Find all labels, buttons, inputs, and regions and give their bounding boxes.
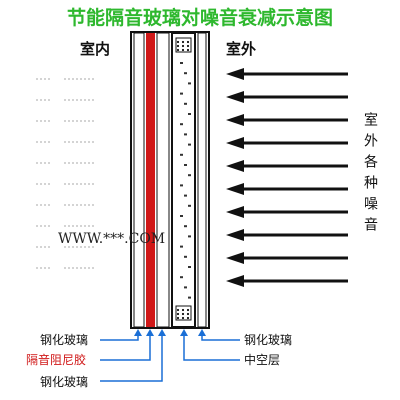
callout-line <box>183 331 240 361</box>
desiccant-dot <box>180 184 183 187</box>
desiccant-dot <box>180 62 183 64</box>
desiccant-dot <box>184 102 187 105</box>
callout-arrow-head <box>180 329 188 336</box>
desiccant-dot <box>188 266 191 268</box>
spacer-dot <box>181 308 185 312</box>
tempered-glass-outer <box>197 32 207 328</box>
spacer-dot <box>181 40 185 44</box>
spacer-dot <box>181 48 185 52</box>
desiccant-dot <box>188 82 191 85</box>
callout-damping-glue: 隔音阻尼胶 <box>26 353 87 367</box>
watermark: WWW.***.COM <box>58 231 166 247</box>
spacer-dot <box>176 40 180 44</box>
desiccant-dot <box>188 204 191 207</box>
noise-arrow-head <box>226 137 244 149</box>
callout-tempered-glass-right: 钢化玻璃 <box>244 333 293 347</box>
noise-arrow-head <box>226 275 244 287</box>
spacer-dot <box>176 308 180 312</box>
outdoor-label: 室外 <box>226 40 257 58</box>
callout-arrows <box>100 329 240 382</box>
spacer-dot <box>181 312 185 316</box>
desiccant-dot <box>184 225 187 228</box>
desiccant-dots <box>176 40 191 320</box>
desiccant-dot <box>180 153 183 156</box>
callout-arrow-head <box>158 329 166 336</box>
desiccant-dot <box>180 245 183 248</box>
spacer-dot <box>176 44 180 48</box>
spacer-dot <box>181 44 185 48</box>
desiccant-dot <box>184 255 187 258</box>
page-title: 节能隔音玻璃对噪音衰减示意图 <box>66 7 333 29</box>
desiccant-dot <box>184 286 187 289</box>
callout-line <box>201 331 240 341</box>
desiccant-dot <box>180 123 183 126</box>
tempered-glass-inner <box>133 32 145 328</box>
damping-layer <box>146 33 155 327</box>
tempered-glass-middle <box>156 32 170 328</box>
outdoor-noise-label: 室外各种噪音 <box>362 112 378 238</box>
callout-arrow-head <box>134 329 142 336</box>
desiccant-dot <box>188 235 191 238</box>
noise-arrow-head <box>226 160 244 172</box>
spacer-dot <box>181 316 185 320</box>
indoor-label: 室内 <box>80 40 111 58</box>
desiccant-dot <box>184 164 187 166</box>
spacer-dot <box>176 312 180 316</box>
noise-arrow-head <box>226 229 244 241</box>
noise-arrow-head <box>226 206 244 218</box>
noise-arrow-head <box>226 68 244 80</box>
spacer-dot <box>186 312 190 316</box>
indoor-residual-noise <box>36 78 96 269</box>
desiccant-dot <box>184 194 187 197</box>
desiccant-dot <box>180 215 183 217</box>
desiccant-dot <box>188 174 191 177</box>
callout-arrow-head <box>198 329 206 336</box>
desiccant-dot <box>188 113 191 115</box>
spacer-dot <box>186 308 190 312</box>
noise-arrow-head <box>226 252 244 264</box>
desiccant-dot <box>180 276 183 279</box>
spacer-dot <box>176 316 180 320</box>
desiccant-dot <box>188 296 191 299</box>
desiccant-dot <box>180 92 183 95</box>
callout-tempered-glass-left-top: 钢化玻璃 <box>40 333 89 347</box>
spacer-dot <box>186 44 190 48</box>
spacer-dot <box>176 48 180 52</box>
noise-arrow-head <box>226 183 244 195</box>
hollow-layer <box>171 32 196 328</box>
callout-line <box>100 331 151 361</box>
callout-line <box>100 331 139 341</box>
callout-line <box>100 331 163 382</box>
spacer-dot <box>186 48 190 52</box>
spacer-dot <box>186 316 190 320</box>
desiccant-dot <box>184 133 187 136</box>
noise-arrow-head <box>226 114 244 126</box>
spacer-dot <box>186 40 190 44</box>
callout-hollow-layer: 中空层 <box>244 353 281 367</box>
callout-arrow-head <box>146 329 154 336</box>
desiccant-dot <box>188 143 191 146</box>
noise-arrow-head <box>226 91 244 103</box>
desiccant-dot <box>184 72 187 75</box>
callout-tempered-glass-left-bottom: 钢化玻璃 <box>40 375 89 389</box>
noise-arrows <box>226 68 348 287</box>
